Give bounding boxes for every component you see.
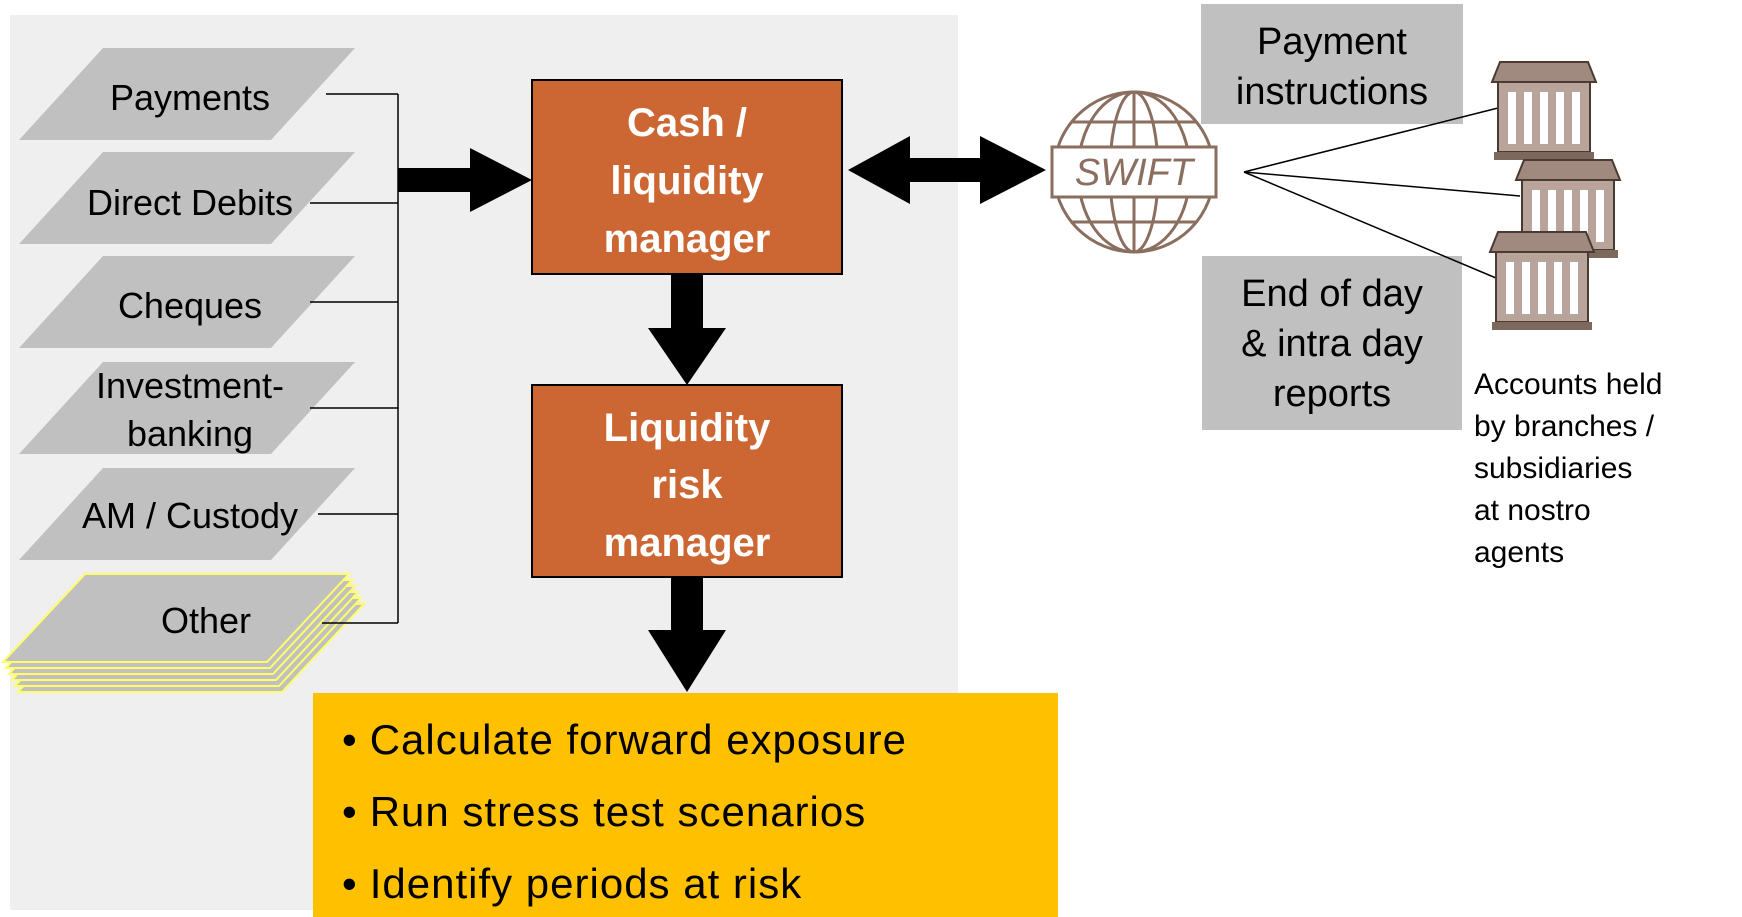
cash-liquidity-manager-box: Cash / liquidity manager	[531, 79, 843, 275]
box-label: Cash /	[627, 101, 747, 145]
accounts-note: Accounts held by branches / subsidiaries…	[1474, 368, 1662, 569]
bank-building-icon-3	[1488, 231, 1596, 330]
source-direct-debits: Direct Debits	[19, 152, 355, 244]
source-cheques: Cheques	[19, 256, 355, 348]
source-label: Payments	[110, 77, 270, 118]
box-label: risk	[651, 463, 723, 507]
box-label: manager	[604, 521, 771, 565]
box-label: liquidity	[610, 159, 764, 203]
source-label: banking	[127, 413, 253, 454]
swift-bank-connector-lines	[1243, 107, 1521, 279]
source-label: Direct Debits	[87, 182, 293, 223]
source-payments: Payments	[19, 48, 355, 140]
swift-label: SWIFT	[1075, 152, 1196, 194]
source-label: Cheques	[118, 285, 262, 326]
double-arrow-swift	[848, 136, 1046, 204]
source-label: Investment-	[96, 365, 284, 406]
bullet-item: •Run stress test scenarios	[342, 788, 866, 835]
source-label: AM / Custody	[82, 495, 298, 536]
swift-globe-icon: SWIFT	[1050, 90, 1218, 254]
note-line: at nostro	[1474, 494, 1591, 527]
box-label: End of day	[1241, 273, 1423, 315]
risk-actions-box: •Calculate forward exposure •Run stress …	[313, 693, 1058, 917]
note-line: by branches /	[1474, 410, 1655, 443]
source-other-stack: Other	[0, 573, 367, 693]
arrow-risk-to-bullets	[648, 577, 726, 692]
bullet-item: •Identify periods at risk	[342, 860, 802, 907]
source-am-custody: AM / Custody	[19, 468, 355, 560]
box-label: reports	[1273, 373, 1391, 415]
reports-box: End of day & intra day reports	[1202, 256, 1462, 430]
box-label: & intra day	[1241, 323, 1423, 365]
liquidity-risk-manager-box: Liquidity risk manager	[531, 384, 843, 578]
arrow-into-cash-manager	[398, 148, 532, 212]
bullet-item: •Calculate forward exposure	[342, 716, 907, 763]
box-label: instructions	[1236, 71, 1428, 113]
arrow-cash-to-risk	[648, 274, 726, 385]
box-label: Liquidity	[604, 406, 771, 450]
note-line: agents	[1474, 536, 1564, 569]
note-line: subsidiaries	[1474, 452, 1632, 485]
box-label: manager	[604, 217, 771, 261]
source-label: Other	[161, 600, 251, 641]
source-investment-banking: Investment- banking	[19, 362, 355, 454]
note-line: Accounts held	[1474, 368, 1662, 401]
payment-instructions-box: Payment instructions	[1201, 4, 1463, 124]
box-label: Payment	[1257, 21, 1407, 63]
bank-building-icon-1	[1490, 61, 1598, 160]
